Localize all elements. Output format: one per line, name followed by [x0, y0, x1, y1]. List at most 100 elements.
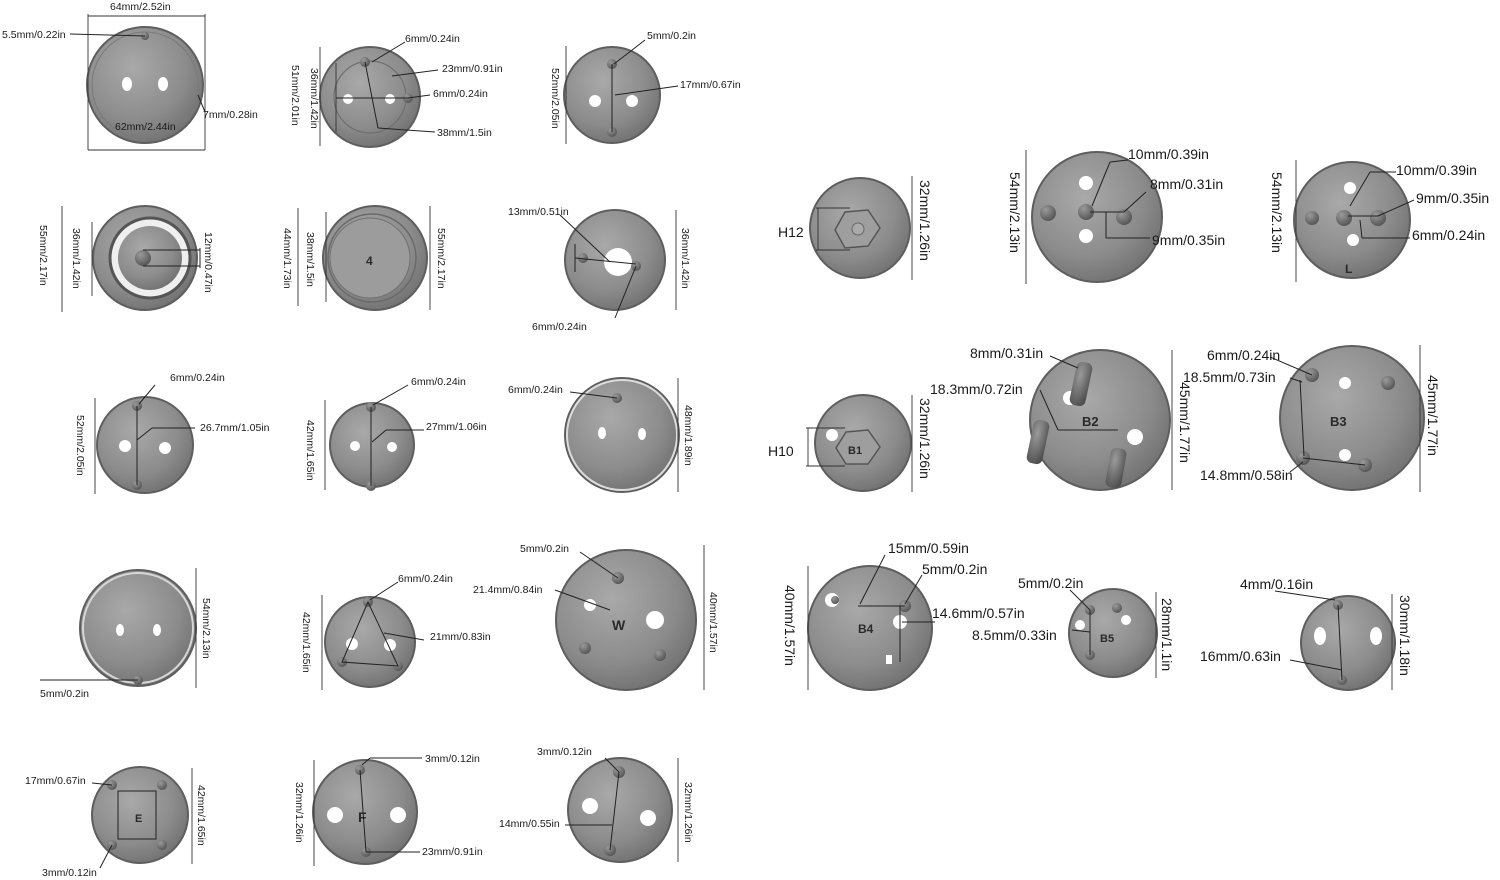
plate-10-height-label: 54mm/2.13in: [200, 598, 212, 659]
plate-6-pin-label: 13mm/0.51in: [508, 206, 569, 218]
r1b-label-a: 10mm/0.39in: [1128, 146, 1209, 162]
adapter-plate-5: 4 44mm/1.73in 38mm/1.5in 55mm/2.17in: [281, 205, 447, 311]
r1c-label-b: 9mm/0.35in: [1416, 190, 1489, 206]
plate-11-height-label: 42mm/1.65in: [300, 612, 312, 673]
plate-2-spacing-label: 38mm/1.5in: [437, 127, 492, 139]
plate-3-pin-label: 5mm/0.2in: [647, 30, 696, 42]
plate-13-pin-label: 3mm/0.12in: [42, 867, 97, 879]
h12-height-label: 32mm/1.26in: [917, 180, 933, 261]
r1c-label-a: 10mm/0.39in: [1396, 162, 1477, 178]
b2-spacing-label: 18.3mm/0.72in: [930, 381, 1023, 397]
adapter-plate-9: 6mm/0.24in 48mm/1.89in: [508, 377, 694, 493]
plate-12-pin-label: 5mm/0.2in: [520, 543, 569, 555]
plate-14-stamp: F: [358, 809, 367, 825]
plate-8-height-label: 42mm/1.65in: [304, 420, 316, 481]
svg-text:L: L: [1345, 262, 1352, 276]
plate-2-inner-label: 36mm/1.42in: [308, 68, 320, 129]
plate-1-width-label: 64mm/2.52in: [110, 1, 171, 13]
plate-1-pin-label: 5.5mm/0.22in: [2, 29, 66, 41]
h10-code-label: H10: [768, 443, 794, 459]
b2-height-label: 45mm/1.77in: [1177, 382, 1193, 463]
r1b-label-c: 9mm/0.35in: [1152, 232, 1225, 248]
b3-stamp: B3: [1330, 414, 1347, 429]
b5-height-label: 28mm/1.1in: [1159, 598, 1175, 671]
svg-text:B1: B1: [848, 445, 862, 457]
b3-height-label: 45mm/1.77in: [1425, 375, 1441, 456]
r3c-height-label: 30mm/1.18in: [1397, 595, 1413, 676]
adapter-plate-15: 3mm/0.12in 14mm/0.55in 32mm/1.26in: [499, 746, 694, 863]
b3-spacing-label-b: 14.8mm/0.58in: [1200, 467, 1293, 483]
adapter-plate-3: 5mm/0.2in 17mm/0.67in 52mm/2.05in: [549, 30, 741, 144]
plate-12-stamp: W: [612, 617, 626, 633]
plate-6-height-label: 36mm/1.42in: [679, 228, 691, 289]
b4-height-label: 40mm/1.57in: [782, 585, 798, 666]
b4-stamp: B4: [858, 622, 874, 636]
r1b-height-label: 54mm/2.13in: [1007, 172, 1023, 253]
plate-13-spacing-label: 17mm/0.67in: [25, 775, 86, 787]
plate-12-height-label: 40mm/1.57in: [707, 592, 719, 653]
adapter-b5: B5 5mm/0.2in 8.5mm/0.33in 28mm/1.1in: [972, 575, 1175, 678]
adapter-b3: B3 6mm/0.24in 18.5mm/0.73in 14.8mm/0.58i…: [1183, 345, 1441, 492]
b4-pin-label: 5mm/0.2in: [922, 561, 987, 577]
h10-height-label: 32mm/1.26in: [917, 398, 933, 479]
plate-3-height-label: 52mm/2.05in: [549, 68, 561, 129]
b5-stamp: B5: [1100, 633, 1114, 645]
plate-2-pin-label-a: 6mm/0.24in: [405, 33, 460, 45]
b5-pin-label: 5mm/0.2in: [1018, 575, 1083, 591]
r3c-spacing-label: 16mm/0.63in: [1200, 648, 1281, 664]
plate-1-diameter-label: 62mm/2.44in: [115, 121, 176, 133]
adapter-plate-6: 13mm/0.51in 6mm/0.24in 36mm/1.42in: [508, 206, 691, 333]
plate-6-bottom-label: 6mm/0.24in: [532, 321, 587, 333]
svg-text:4: 4: [366, 254, 373, 268]
plate-1-thickness-label: 7mm/0.28in: [203, 109, 258, 121]
plate-2-pin-label-b: 6mm/0.24in: [433, 88, 488, 100]
plate-15-spacing-label: 14mm/0.55in: [499, 818, 560, 830]
plate-2-span-label: 23mm/0.91in: [442, 63, 503, 75]
plate-12-spacing-label: 21.4mm/0.84in: [473, 584, 543, 596]
b2-stamp: B2: [1082, 414, 1099, 429]
plate-5-height-label: 55mm/2.17in: [435, 228, 447, 289]
adapter-h10: B1 H10 32mm/1.26in: [768, 394, 933, 492]
adapter-b2: B2 8mm/0.31in 18.3mm/0.72in 45mm/1.77in: [930, 345, 1193, 491]
plate-5-inner-label: 38mm/1.5in: [304, 232, 316, 287]
plate-13-height-label: 42mm/1.65in: [195, 785, 207, 846]
b2-pin-label: 8mm/0.31in: [970, 345, 1043, 361]
adapter-plate-10: 54mm/2.13in 5mm/0.2in: [40, 568, 212, 700]
r1c-label-c: 6mm/0.24in: [1412, 227, 1485, 243]
plate-13-stamp: E: [135, 813, 142, 825]
adapter-plate-8: 6mm/0.24in 27mm/1.06in 42mm/1.65in: [304, 376, 487, 491]
adapter-plate-4: 55mm/2.17in 36mm/1.42in 12mm/0.47in: [37, 205, 214, 312]
plate-15-height-label: 32mm/1.26in: [682, 782, 694, 843]
adapter-plate-1: 64mm/2.52in 5.5mm/0.22in 7mm/0.28in 62mm…: [2, 1, 258, 151]
plate-9-pin-label: 6mm/0.24in: [508, 384, 563, 396]
plate-15-pin-label: 3mm/0.12in: [537, 746, 592, 758]
plate-14-height-label: 32mm/1.26in: [293, 782, 305, 843]
adapter-plate-14: F 3mm/0.12in 23mm/0.91in 32mm/1.26in: [293, 753, 483, 866]
r3c-pin-label: 4mm/0.16in: [1240, 576, 1313, 592]
adapter-r1-c: L 10mm/0.39in 9mm/0.35in 6mm/0.24in 54mm…: [1269, 160, 1489, 282]
adapter-b4: B4 15mm/0.59in 5mm/0.2in 14.6mm/0.57in 4…: [782, 540, 1025, 691]
plate-7-height-label: 52mm/2.05in: [74, 415, 86, 476]
b4-offset-label: 14.6mm/0.57in: [932, 605, 1025, 621]
b5-spacing-label: 8.5mm/0.33in: [972, 627, 1057, 643]
h12-code-label: H12: [778, 224, 804, 240]
adapter-plate-11: 6mm/0.24in 21mm/0.83in 42mm/1.65in: [300, 573, 491, 690]
b3-spacing-label-a: 18.5mm/0.73in: [1183, 369, 1276, 385]
plate-7-pin-label: 6mm/0.24in: [170, 372, 225, 384]
plate-2-height-label: 51mm/2.01in: [289, 65, 301, 126]
r1c-height-label: 54mm/2.13in: [1269, 172, 1285, 253]
plate-4-height-label: 55mm/2.17in: [37, 225, 49, 286]
plate-8-pin-label: 6mm/0.24in: [411, 376, 466, 388]
plate-3-spacing-label: 17mm/0.67in: [680, 79, 741, 91]
plate-5-outer-label: 44mm/1.73in: [281, 228, 293, 289]
adapter-plate-12: W 5mm/0.2in 21.4mm/0.84in 40mm/1.57in: [473, 543, 719, 691]
plate-14-spacing-label: 23mm/0.91in: [422, 846, 483, 858]
plate-4-inner-label: 36mm/1.42in: [70, 228, 82, 289]
r1b-label-b: 8mm/0.31in: [1150, 176, 1223, 192]
plate-7-spacing-label: 26.7mm/1.05in: [200, 422, 270, 434]
adapter-r1-b: 10mm/0.39in 8mm/0.31in 9mm/0.35in 54mm/2…: [1007, 146, 1225, 284]
b4-spacing-label: 15mm/0.59in: [888, 540, 969, 556]
plate-11-spacing-label: 21mm/0.83in: [430, 631, 491, 643]
plate-9-height-label: 48mm/1.89in: [682, 405, 694, 466]
